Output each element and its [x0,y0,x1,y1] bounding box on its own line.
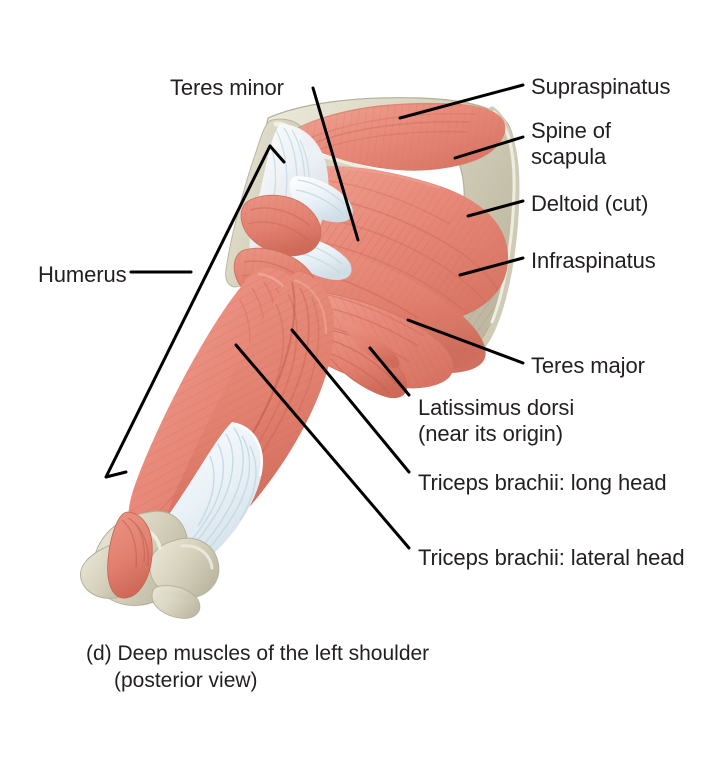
leader-infraspinatus [458,256,525,277]
label-teres-minor: Teres minor [170,75,284,100]
leader-spine-of-scapula [453,135,525,160]
label-infraspinatus: Infraspinatus [531,248,656,273]
leader-teres-major [406,318,525,365]
label-latissimus-dorsi-line2: (near its origin) [418,421,564,446]
label-deltoid-cut: Deltoid (cut) [531,191,649,216]
figure-caption-line2: (posterior view) [114,669,258,692]
epicondyle-highlight [180,544,214,570]
elbow-bones [80,510,220,619]
leader-teres-minor [311,86,360,242]
leader-lines [104,83,525,550]
leader-supraspinatus [398,83,525,120]
illustration-body [80,83,525,619]
scapula-border-highlight [490,110,516,324]
leader-latissimus-dorsi [368,346,411,397]
label-triceps-long-head: Triceps brachii: long head [418,470,667,495]
label-spine-of-scapula-line2: scapula [531,144,607,169]
label-supraspinatus: Supraspinatus [531,74,671,99]
anconeus-fibers [121,517,149,569]
label-teres-major: Teres major [531,353,645,378]
figure-caption-line1: (d) Deep muscles of the left shoulder [86,642,430,665]
label-latissimus-dorsi: Latissimus dorsi(near its origin) [418,395,574,447]
latissimus-flap-upper [344,320,400,369]
label-humerus: Humerus [38,262,127,287]
label-latissimus-dorsi-line1: Latissimus dorsi [418,395,575,420]
radius-head [151,585,201,619]
leader-triceps-long-head [290,328,411,474]
figure-caption: (d) Deep muscles of the left shoulder (po… [86,640,429,694]
leader-humerus-bracket [104,144,286,479]
lateral-head-highlight [293,278,328,335]
leader-triceps-lateral-head [234,343,411,550]
label-triceps-lateral-head: Triceps brachii: lateral head [418,545,685,570]
tendon-fan-highlight [235,422,263,477]
label-spine-of-scapula-line1: Spine of [531,118,611,143]
leader-deltoid-cut [466,199,525,218]
